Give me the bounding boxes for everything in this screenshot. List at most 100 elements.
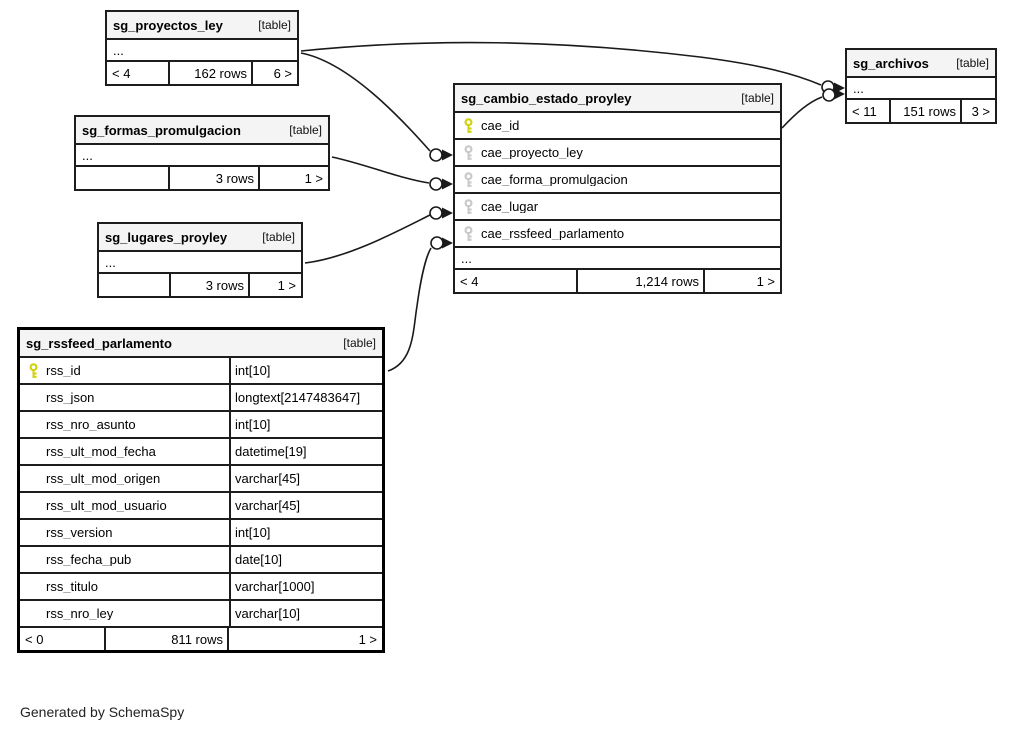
column-rss_ult_mod_origen: rss_ult_mod_origen varchar[45] — [20, 464, 382, 491]
table-header: sg_cambio_estado_proyley[table] — [455, 85, 780, 111]
column-type: varchar[10] — [229, 601, 382, 626]
row-count: 151 rows — [889, 100, 960, 122]
related-out-count: 3 > — [960, 100, 995, 122]
row-count: 811 rows — [104, 628, 227, 650]
column-type: varchar[45] — [229, 466, 382, 491]
related-in-count: < 11 — [852, 103, 877, 119]
related-out-count: 1 > — [227, 628, 382, 650]
column-type: int[10] — [229, 520, 382, 545]
related-out-count: 1 > — [703, 270, 780, 292]
column-type: datetime[19] — [229, 439, 382, 464]
column-type: longtext[2147483647] — [229, 385, 382, 410]
column-cae_forma_promulgacion: cae_forma_promulgacion — [455, 165, 780, 192]
no-key-spacer — [20, 493, 46, 518]
column-rss_version: rss_version int[10] — [20, 518, 382, 545]
column-name: rss_titulo — [46, 580, 99, 593]
table-type-label: [table] — [956, 56, 989, 70]
row-count: 3 rows — [168, 167, 258, 189]
edge-endpoint-circle — [429, 177, 443, 191]
generated-by-caption: Generated by SchemaSpy — [20, 704, 185, 720]
table-name: sg_rssfeed_parlamento — [26, 335, 172, 351]
edge-sg_cambio_estado_proyley-to-sg_archivos — [781, 88, 845, 129]
column-name: cae_lugar — [481, 200, 539, 213]
no-key-spacer — [20, 466, 46, 491]
row-count: 3 rows — [169, 274, 248, 296]
table-header: sg_archivos [table] — [847, 50, 995, 76]
relationship-line — [331, 156, 430, 184]
primary-key-icon — [455, 113, 481, 138]
related-in-count: < 0 — [25, 631, 44, 647]
columns-ellipsis: ... — [99, 250, 301, 272]
column-cae_id: cae_id — [455, 111, 780, 138]
related-in-count — [99, 274, 169, 296]
table-header: sg_proyectos_ley[table] — [107, 12, 297, 38]
column-name: rss_nro_asunto — [46, 418, 136, 431]
no-key-spacer — [20, 574, 46, 599]
edge-arrowhead — [442, 178, 453, 190]
edge-endpoint-circle — [822, 88, 836, 102]
no-key-spacer — [20, 412, 46, 437]
table-header: sg_lugares_proyley[table] — [99, 224, 301, 250]
column-name: rss_id — [46, 364, 81, 377]
related-in-count: < 4 — [460, 273, 479, 289]
column-type: date[10] — [229, 547, 382, 572]
columns-ellipsis: ... — [455, 246, 780, 268]
no-key-spacer — [20, 520, 46, 545]
no-key-spacer — [20, 601, 46, 626]
related-in-count — [76, 167, 168, 189]
relationship-line — [387, 247, 432, 372]
edge-sg_lugares_proyley-to-sg_cambio_estado_proyley.cae_lugar — [304, 206, 453, 264]
column-name: rss_nro_ley — [46, 607, 114, 620]
column-cae_lugar: cae_lugar — [455, 192, 780, 219]
edge-arrowhead — [442, 237, 453, 249]
table-type-label: [table] — [741, 91, 774, 105]
table-type-label: [table] — [258, 18, 291, 32]
table-name: sg_archivos — [853, 55, 929, 71]
related-out-count: 1 > — [248, 274, 301, 296]
column-rss_id: rss_id int[10] — [20, 356, 382, 383]
edge-arrowhead — [442, 149, 453, 161]
column-name: rss_version — [46, 526, 113, 539]
column-name: cae_id — [481, 119, 520, 132]
edge-arrowhead — [834, 88, 845, 100]
column-name: cae_proyecto_ley — [481, 146, 583, 159]
columns-ellipsis: ... — [107, 38, 297, 60]
column-name: rss_ult_mod_origen — [46, 472, 161, 485]
row-count: 1,214 rows — [576, 270, 703, 292]
edge-endpoint-circle — [429, 206, 443, 220]
relationship-line — [781, 96, 823, 129]
primary-key-icon — [20, 358, 46, 383]
column-cae_rssfeed_parlamento: cae_rssfeed_parlamento — [455, 219, 780, 246]
column-name: cae_rssfeed_parlamento — [481, 227, 625, 240]
foreign-key-icon — [455, 194, 481, 219]
relationship-line — [300, 41, 822, 86]
table-type-label: [table] — [289, 123, 322, 137]
column-type: int[10] — [229, 358, 382, 383]
edge-arrowhead — [442, 207, 453, 219]
edge-sg_formas_promulgacion-to-sg_cambio_estado_proyley.cae_forma_promulgacion — [331, 156, 453, 191]
columns-ellipsis: ... — [847, 76, 995, 98]
no-key-spacer — [20, 385, 46, 410]
relationship-line — [300, 52, 431, 152]
foreign-key-icon — [455, 167, 481, 192]
column-name: cae_forma_promulgacion — [481, 173, 628, 186]
related-out-count: 1 > — [258, 167, 328, 189]
column-name: rss_json — [46, 391, 95, 404]
foreign-key-icon — [455, 140, 481, 165]
